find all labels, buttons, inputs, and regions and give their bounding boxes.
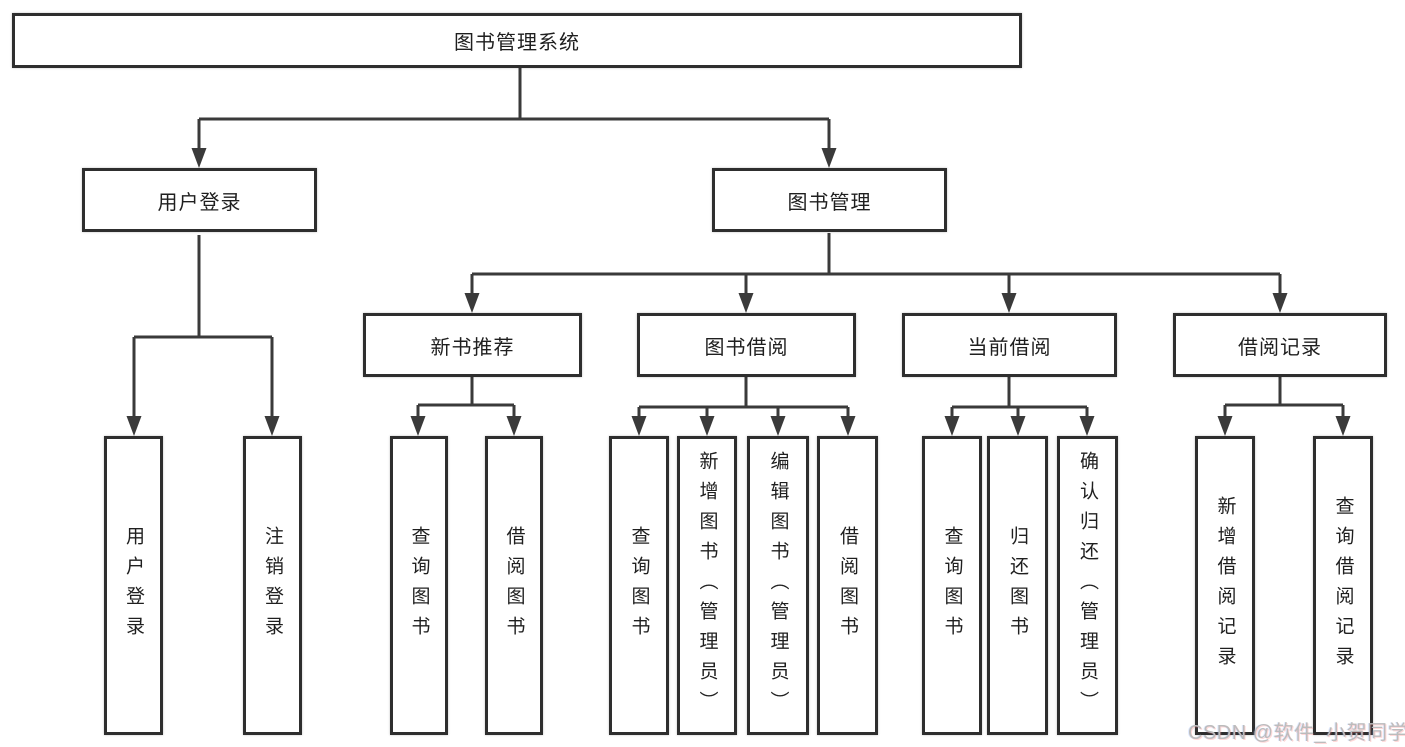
- connector-book-management-to-level3: [464, 233, 1288, 313]
- node-label: 归还图书: [1007, 525, 1028, 646]
- node-book-management: 图书管理: [712, 168, 947, 232]
- node-label: 图书借阅: [704, 336, 789, 359]
- node-label: 用户登录: [157, 191, 242, 214]
- node-label: 借阅记录: [1238, 336, 1322, 359]
- node-label: 查询借阅记录: [1332, 495, 1354, 676]
- leaf-logout: 注销登录: [243, 436, 302, 735]
- node-label: 查询图书: [408, 525, 430, 646]
- node-label: 用户登录: [123, 525, 144, 646]
- node-label: 查询图书: [628, 525, 650, 646]
- leaf-edit-books-admin: 编辑图书（管理员）: [747, 436, 809, 735]
- connector-current-borrowing-to-children: [944, 377, 1095, 436]
- node-label: 新书推荐: [430, 336, 515, 359]
- connector-new-book-recommendation-to-children: [410, 377, 522, 436]
- leaf-query-books-current: 查询图书: [922, 436, 982, 735]
- leaf-add-books-admin: 新增图书（管理员）: [677, 436, 737, 735]
- connector-user-login-to-children: [126, 235, 280, 436]
- node-label: 当前借阅: [967, 336, 1052, 359]
- leaf-query-borrowing-record: 查询借阅记录: [1313, 436, 1373, 735]
- node-label: 查询图书: [941, 525, 963, 646]
- node-label: 图书管理系统: [454, 32, 580, 54]
- connector-borrowing-records-to-children: [1217, 377, 1351, 436]
- node-label: 借阅图书: [837, 525, 858, 646]
- node-borrowing-records: 借阅记录: [1173, 313, 1387, 377]
- leaf-borrow-books-recommendation: 借阅图书: [485, 436, 543, 735]
- node-user-login: 用户登录: [82, 168, 317, 232]
- node-label: 编辑图书（管理员）: [767, 450, 789, 721]
- node-label: 图书管理: [787, 191, 872, 214]
- connector-root-to-level2: [191, 68, 837, 168]
- leaf-add-borrowing-record: 新增借阅记录: [1195, 436, 1255, 735]
- leaf-query-books-borrowing: 查询图书: [609, 436, 669, 735]
- node-label: 新增借阅记录: [1214, 495, 1236, 676]
- node-label: 注销登录: [262, 525, 283, 646]
- node-book-management-system: 图书管理系统: [12, 13, 1022, 68]
- node-book-borrowing: 图书借阅: [637, 313, 856, 377]
- watermark-text: CSDN @软件_小贺同学: [1188, 722, 1405, 744]
- connector-book-borrowing-to-children: [631, 377, 856, 436]
- leaf-return-books: 归还图书: [987, 436, 1048, 735]
- node-new-book-recommendation: 新书推荐: [363, 313, 582, 377]
- leaf-borrow-books-borrowing: 借阅图书: [817, 436, 878, 735]
- node-label: 新增图书（管理员）: [696, 450, 718, 721]
- leaf-confirm-return-admin: 确认归还（管理员）: [1057, 436, 1118, 735]
- leaf-query-books-recommendation: 查询图书: [390, 436, 448, 735]
- leaf-user-login: 用户登录: [104, 436, 163, 735]
- node-label: 借阅图书: [503, 525, 525, 646]
- node-current-borrowing: 当前借阅: [902, 313, 1117, 377]
- node-label: 确认归还（管理员）: [1077, 450, 1098, 721]
